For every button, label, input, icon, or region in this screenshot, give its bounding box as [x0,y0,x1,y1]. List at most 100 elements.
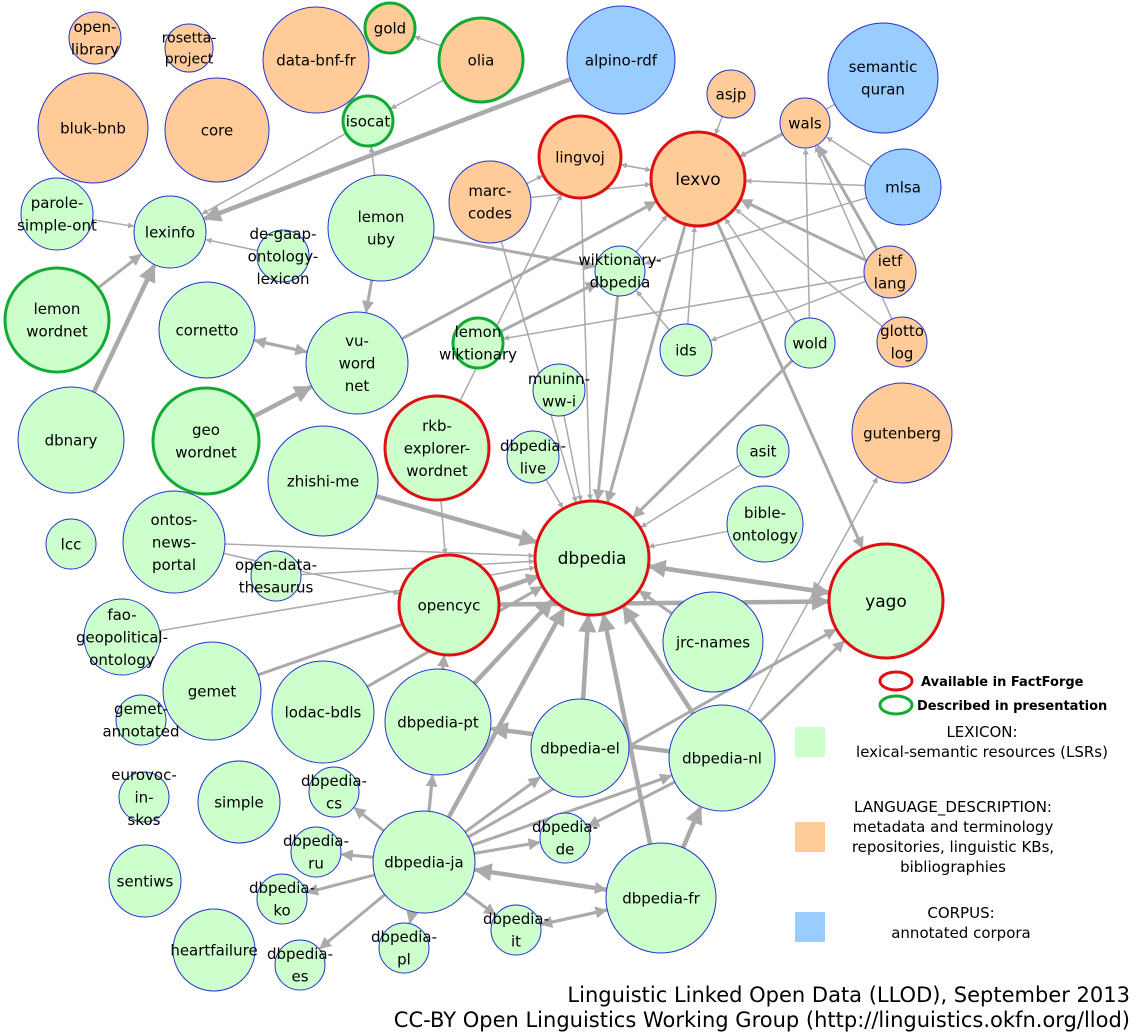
node-open-library[interactable]: open-library [68,11,122,65]
node-cornetto[interactable]: cornetto [158,281,256,379]
node-gemet-annotated[interactable]: gemet-annotated [102,694,180,746]
node-label-bible-ontology: bible-ontology [732,504,798,545]
node-dbnary[interactable]: dbnary [17,386,125,494]
edge-zhishi-me-to-dbpedia [375,493,538,547]
node-opencyc[interactable]: opencyc [397,553,501,657]
node-circle-dbpedia-el [530,698,630,798]
node-wals[interactable]: wals [779,97,831,149]
node-circle-data-bnf-fr [262,6,370,114]
node-eurovoc-in-skos[interactable]: eurovoc-in-skos [111,766,176,829]
node-dbpedia-live[interactable]: dbpedia-live [500,430,566,484]
node-dbpedia-pt[interactable]: dbpedia-pt [384,668,492,776]
node-yago[interactable]: yago [827,542,945,660]
node-lexinfo[interactable]: lexinfo [133,195,207,269]
node-circle-rkb-explorer-wordnet [383,394,491,502]
node-dbpedia-cs[interactable]: dbpedia-cs [301,766,367,818]
node-lingvoj[interactable]: lingvoj [537,114,623,200]
node-mlsa[interactable]: mlsa [864,148,942,226]
node-gutenberg[interactable]: gutenberg [851,382,953,484]
node-bluk-bnb[interactable]: bluk-bnb [37,72,149,184]
node-circle-jrc-names [662,591,764,693]
node-core[interactable]: core [164,77,270,183]
node-lodac-bdls[interactable]: lodac-bdls [271,660,375,764]
node-rkb-explorer-wordnet[interactable]: rkb-explorer-wordnet [383,394,491,502]
node-dbpedia-it[interactable]: dbpedia-it [483,904,549,956]
node-label-parole-simple-ont: parole-simple-ont [17,194,97,235]
node-alpino-rdf[interactable]: alpino-rdf [566,5,676,115]
edge-mlsa-to-wiktionary-dbpedia [644,197,867,265]
node-lcc[interactable]: lcc [45,518,97,570]
footer-title: Linguistic Linked Open Data (LLOD), Sept… [567,983,1130,1007]
node-asit[interactable]: asit [736,424,790,478]
node-marc-codes[interactable]: marc-codes [448,160,532,244]
edge-ids-to-lexvo [687,226,698,325]
node-circle-dbpedia-ko [256,873,308,925]
node-dbpedia-ru[interactable]: dbpedia-ru [283,826,349,878]
node-label-dbpedia-live: dbpedia-live [500,437,566,478]
edge-dbpedia-ja-to-dbpedia-cs [353,806,385,832]
node-dbpedia-es[interactable]: dbpedia-es [267,939,333,991]
node-heartfailure[interactable]: heartfailure [170,908,258,992]
node-lexvo[interactable]: lexvo [649,130,747,228]
node-ontos-news-portal[interactable]: ontos-news-portal [122,490,226,594]
node-layer: open-library rosetta-project data-bnf-fr go… [3,1,953,992]
node-circle-yago [827,542,945,660]
node-rosetta-project[interactable]: rosetta-project [162,23,217,73]
node-wiktionary-dbpedia[interactable]: wiktionary-dbpedia [578,245,662,297]
node-dbpedia[interactable]: dbpedia [533,499,651,617]
node-dbpedia-de[interactable]: dbpedia-de [532,812,598,864]
node-circle-cornetto [158,281,256,379]
node-wold[interactable]: wold [784,317,836,369]
node-ids[interactable]: ids [659,323,713,377]
node-label-dbpedia-nl: dbpedia-nl [682,749,762,767]
node-muninn-ww-i[interactable]: muninn-ww-i [528,363,590,417]
node-olia[interactable]: olia [437,16,525,104]
node-circle-rosetta-project [164,23,214,73]
node-simple[interactable]: simple [197,760,281,844]
node-zhishi-me[interactable]: zhishi-me [267,425,379,537]
node-sentiws[interactable]: sentiws [108,844,182,918]
node-gold[interactable]: gold [363,1,417,55]
node-asjp[interactable]: asjp [706,69,756,119]
edge-dbpedia-ja-to-dbpedia-fr [474,868,607,894]
node-dbpedia-el[interactable]: dbpedia-el [530,698,630,798]
edge-ietf-lang-to-wals [816,144,879,251]
node-label-olia: olia [468,51,495,69]
edge-ids-to-wiktionary-dbpedia [636,290,670,331]
node-dbpedia-ko[interactable]: dbpedia-ko [249,873,315,925]
edge-geo-wordnet-to-vu-wordnet [252,384,313,419]
edge-lemon-wordnet-to-lexinfo [97,253,142,290]
node-dbpedia-nl[interactable]: dbpedia-nl [668,704,776,812]
node-open-data-thesaurus[interactable]: open-data-thesaurus [235,550,317,602]
node-dbpedia-ja[interactable]: dbpedia-ja [372,810,476,914]
node-parole-simple-ont[interactable]: parole-simple-ont [17,177,97,251]
node-jrc-names[interactable]: jrc-names [662,591,764,693]
node-data-bnf-fr[interactable]: data-bnf-fr [262,6,370,114]
node-label-data-bnf-fr: data-bnf-fr [276,51,356,69]
edge-olia-to-gold [413,35,442,47]
node-fao-geopolitical-ontology[interactable]: fao-geopolitical-ontology [76,598,168,676]
node-circle-marc-codes [448,160,532,244]
node-dbpedia-pl[interactable]: dbpedia-pl [371,922,437,974]
node-circle-vu-wordnet [305,311,409,415]
edge-dbpedia-ja-to-dbpedia-nl [471,773,673,847]
node-label-dbpedia-pl: dbpedia-pl [371,928,437,969]
node-isocat[interactable]: isocat [341,94,395,148]
node-label-ontos-news-portal: ontos-news-portal [151,511,198,574]
node-circle-wold [784,317,836,369]
node-de-gaap-ontology-lexicon[interactable]: de-gaap-ontology-lexicon [248,225,319,288]
edge-lingvoj-to-dbpedia [580,197,594,501]
node-bible-ontology[interactable]: bible-ontology [726,485,804,563]
node-gemet[interactable]: gemet [162,641,262,741]
node-dbpedia-fr[interactable]: dbpedia-fr [605,842,717,954]
node-label-sentiws: sentiws [117,872,174,890]
node-circle-wiktionary-dbpedia [594,245,646,297]
